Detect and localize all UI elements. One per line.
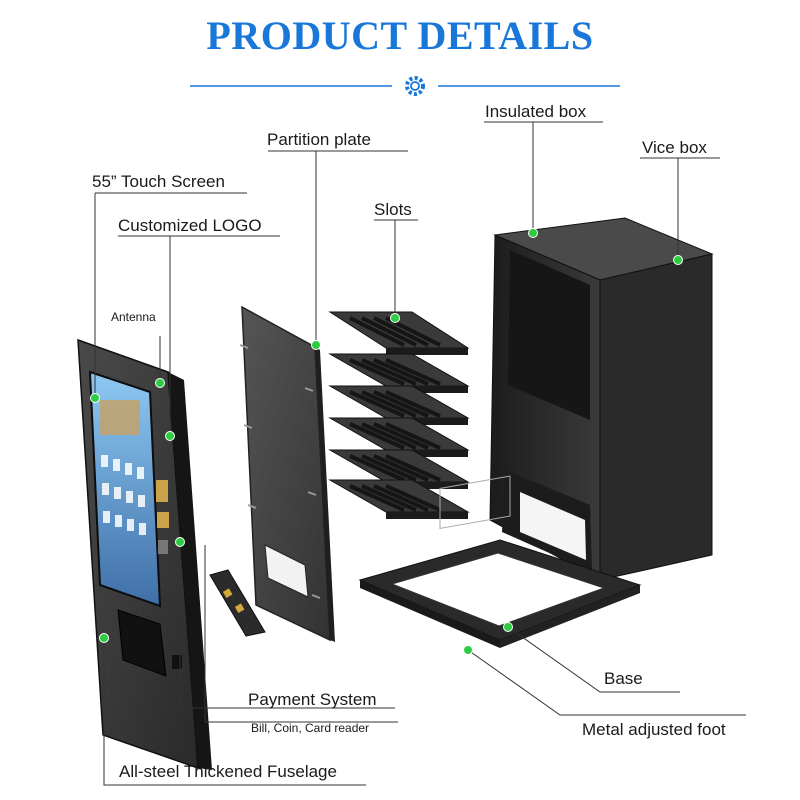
gear-icon (190, 76, 620, 96)
label-vice-box: Vice box (642, 138, 707, 157)
insulated-box (489, 217, 714, 581)
label-customized-logo: Customized LOGO (118, 216, 262, 235)
label-fuselage: All-steel Thickened Fuselage (119, 762, 337, 781)
payment-module (209, 569, 266, 637)
label-payment-detail: Bill, Coin, Card reader (251, 721, 370, 735)
marker-dots (90, 228, 683, 655)
leader-lines (94, 121, 746, 786)
partition-plate (239, 305, 335, 642)
label-insulated-box: Insulated box (485, 102, 587, 121)
label-metal-foot: Metal adjusted foot (582, 720, 726, 739)
vending-cabinet (77, 338, 212, 770)
slot-trays (328, 311, 470, 519)
label-touch-screen: 55” Touch Screen (92, 172, 225, 191)
page-title: PRODUCT DETAILS (206, 13, 594, 58)
label-antenna: Antenna (111, 310, 156, 324)
label-slots: Slots (374, 200, 412, 219)
label-partition-plate: Partition plate (267, 130, 371, 149)
label-payment-system: Payment System (248, 690, 377, 709)
label-base: Base (604, 669, 643, 688)
base-frame (358, 475, 642, 648)
